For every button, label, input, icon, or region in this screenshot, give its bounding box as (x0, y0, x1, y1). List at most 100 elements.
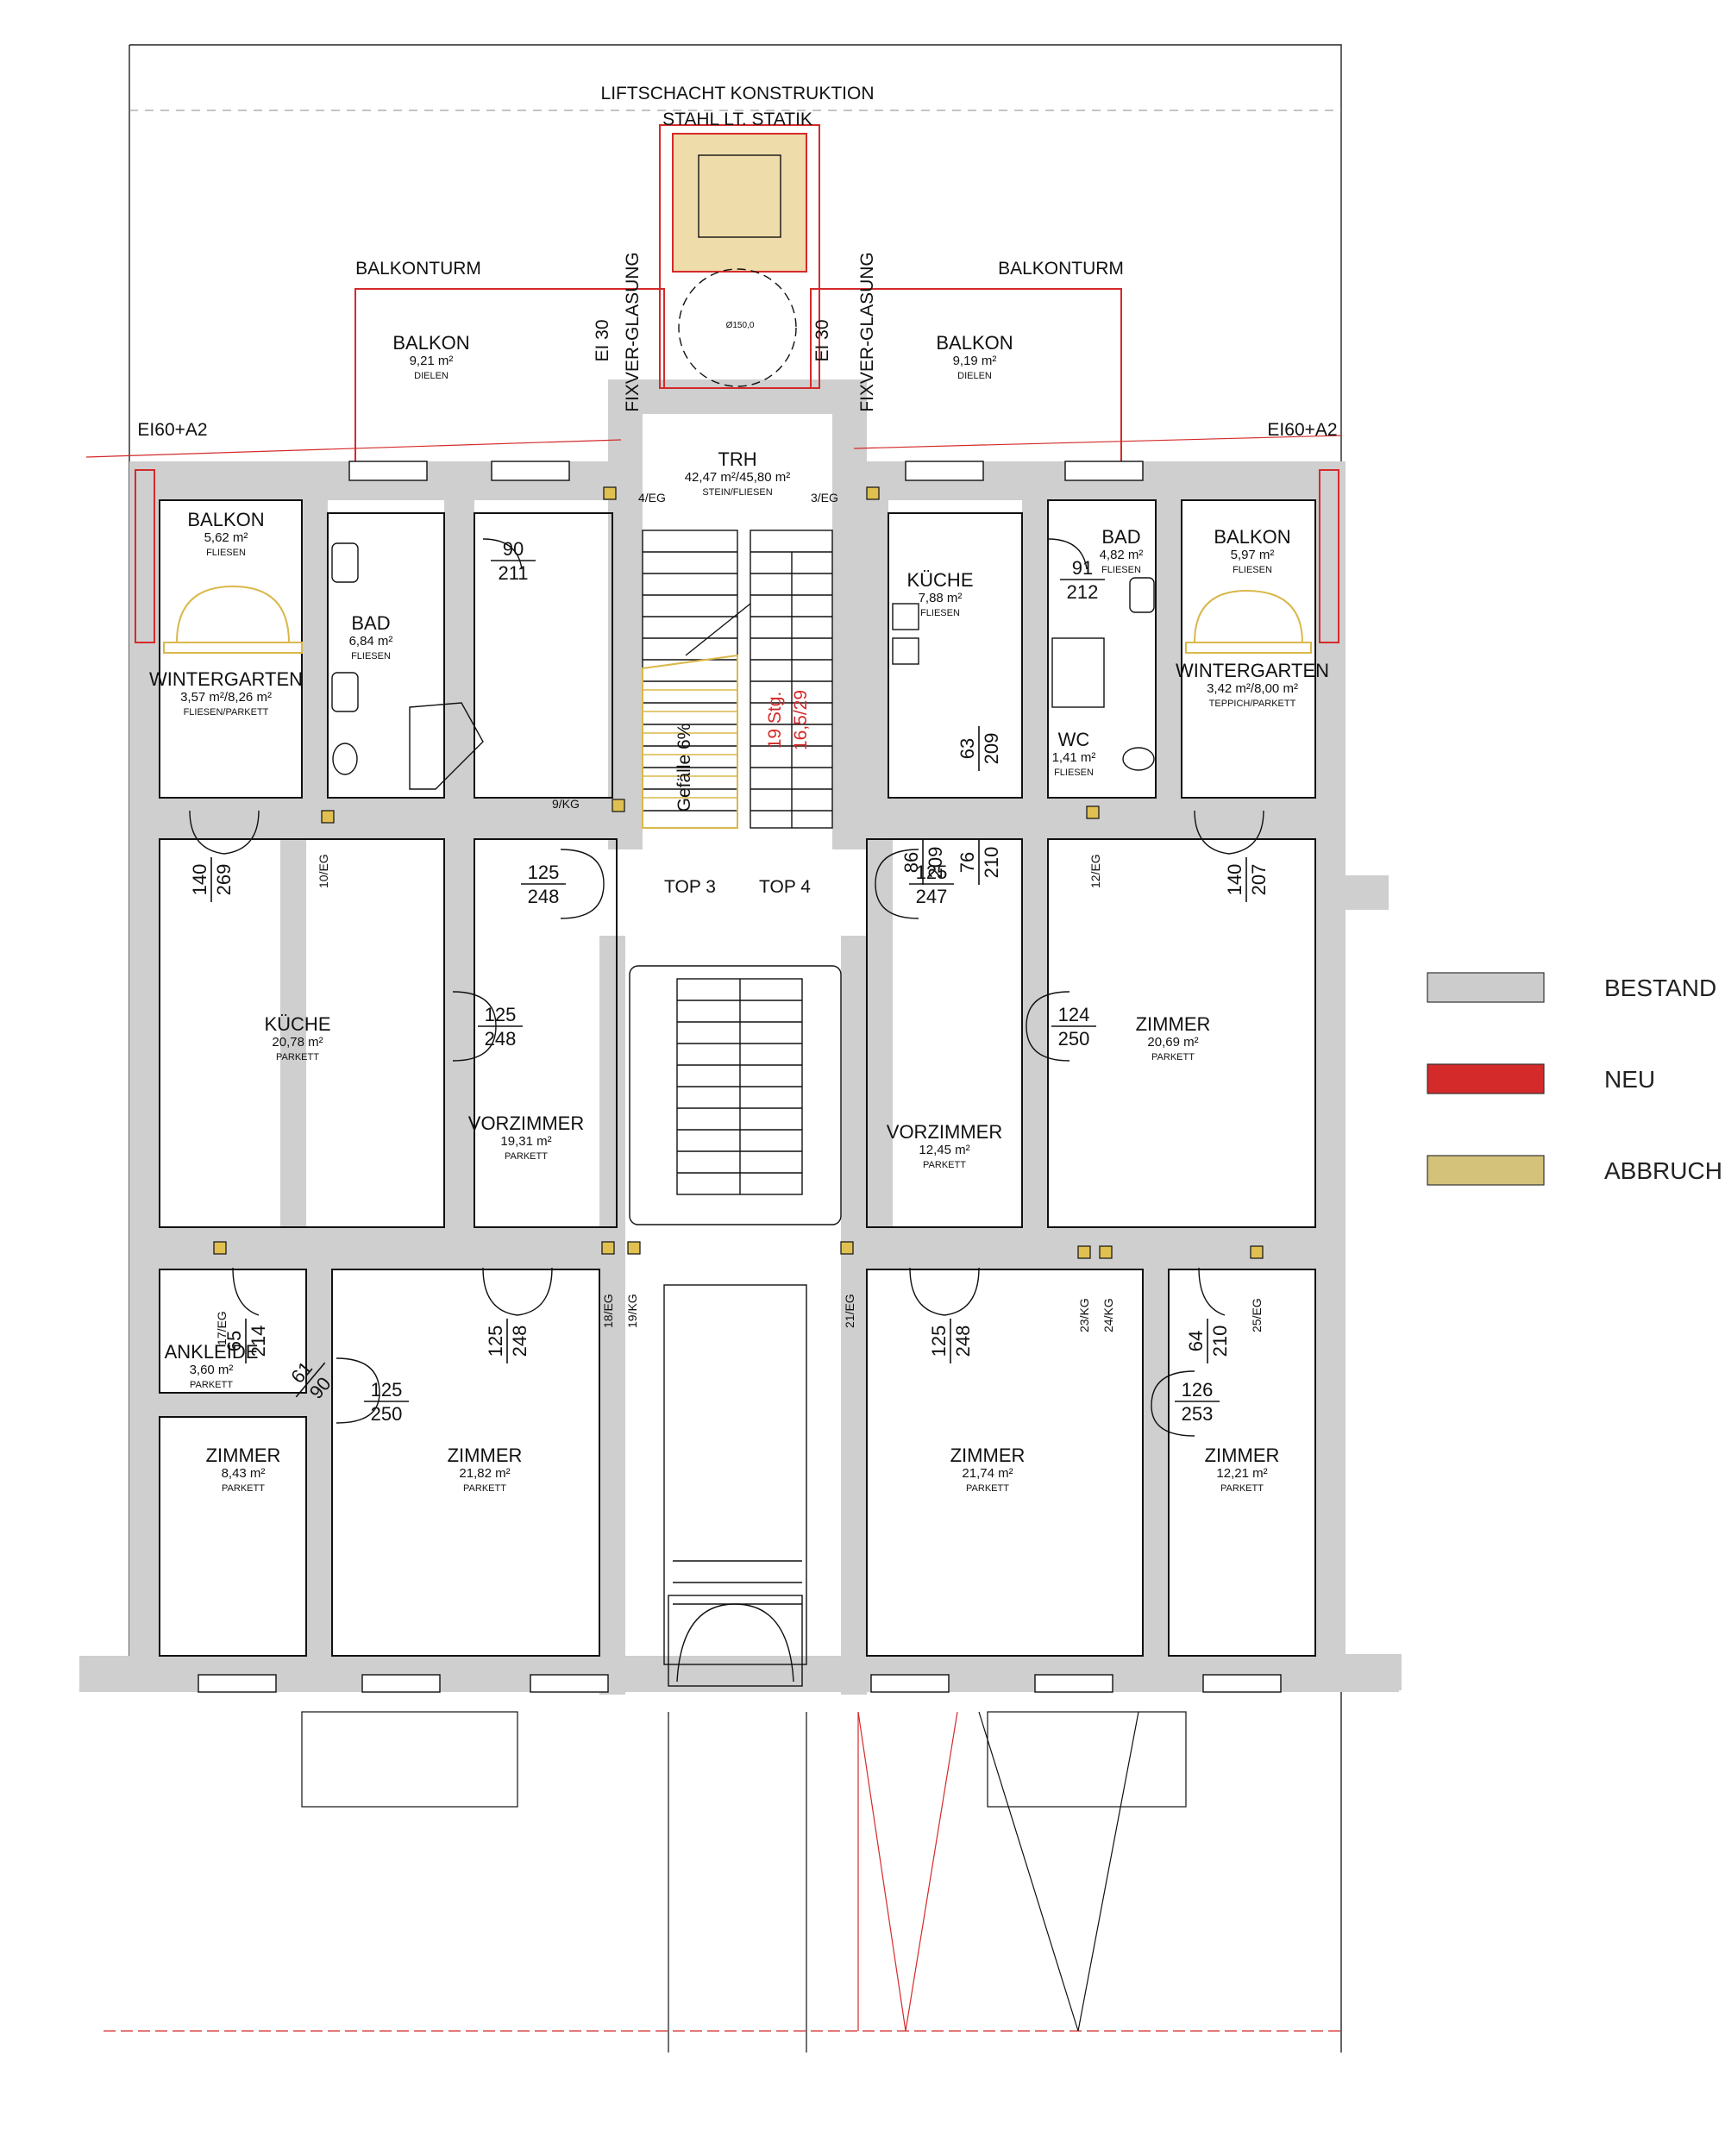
room-material: FLIESEN (351, 651, 391, 661)
dimension-height: 214 (248, 1326, 269, 1357)
room-area: 20,78 m² (272, 1035, 323, 1050)
legend-swatch (1427, 972, 1545, 1003)
dimension-height: 253 (1182, 1403, 1214, 1425)
room-name: WINTERGARTEN (149, 668, 303, 690)
room-material: TEPPICH/PARKETT (1209, 699, 1296, 709)
room-area: 21,74 m² (962, 1466, 1013, 1481)
room-area: 3,57 m²/8,26 m² (180, 690, 272, 705)
dimension-width: 65 (223, 1331, 245, 1351)
dimension-height: 212 (1067, 581, 1099, 603)
room-name: ANKLEIDE (165, 1341, 259, 1363)
dimension-height: 248 (952, 1326, 974, 1357)
shaft-tag: 21/EG (843, 1294, 856, 1328)
dimension-width: 125 (371, 1379, 403, 1401)
legend-swatch (1427, 1063, 1545, 1094)
shaft-tag: 24/KG (1101, 1298, 1115, 1332)
shaft-tag: 12/EG (1088, 854, 1102, 888)
dimension-height: 211 (498, 562, 528, 584)
room-material: PARKETT (1220, 1483, 1264, 1494)
dimension-rule (295, 1362, 326, 1398)
lift-line1: LIFTSCHACHT KONSTRUKTION (601, 84, 875, 103)
room-area: 3,42 m²/8,00 m² (1207, 681, 1298, 696)
stairs-dims: 16,5/29 (791, 690, 811, 750)
dimension-width: 125 (528, 862, 560, 883)
room-area: 42,47 m²/45,80 m² (685, 470, 791, 485)
room-name: ZIMMER (950, 1445, 1026, 1466)
facade-lines (301, 1711, 1187, 2053)
dimension-height: 207 (1248, 864, 1270, 896)
dimension-width: 91 (1072, 557, 1093, 579)
fixverglasung-left: FIXVER-GLASUNG (623, 252, 643, 412)
dimension-height: 209 (981, 733, 1002, 765)
dimension-width: 86 (900, 852, 922, 873)
room-name: ZIMMER (1205, 1445, 1280, 1466)
room-material: PARKETT (966, 1483, 1009, 1494)
room-area: 20,69 m² (1147, 1035, 1198, 1050)
room-area: 21,82 m² (459, 1466, 510, 1481)
room-material: STEIN/FLIESEN (702, 487, 772, 498)
door-arcs (189, 538, 1264, 1437)
room-name: BALKON (187, 509, 264, 530)
lift-line2: STAHL LT. STATIK (662, 110, 812, 129)
fixverglasung-right: FIXVER-GLASUNG (857, 252, 877, 412)
shaft-tag: 4/EG (638, 491, 666, 505)
room-outlines (159, 499, 1316, 1657)
demolition-doors (163, 586, 1312, 654)
room-material: PARKETT (463, 1483, 506, 1494)
shaft-tag: 25/EG (1250, 1298, 1264, 1332)
dimension-height: 248 (509, 1326, 530, 1357)
room-material: FLIESEN (920, 608, 960, 618)
room-name: ZIMMER (448, 1445, 523, 1466)
room-area: 4,82 m² (1100, 548, 1144, 562)
room-name: ZIMMER (1136, 1013, 1211, 1035)
room-name: TRH (718, 448, 756, 470)
dimension-height: 209 (925, 847, 946, 879)
dimension-width: 76 (957, 852, 978, 873)
demolition-stair (642, 654, 738, 829)
dimension-height: 250 (371, 1403, 403, 1425)
room-name: VORZIMMER (468, 1112, 584, 1134)
new-balconies (85, 288, 1342, 643)
legend-item-neu: NEU (1427, 1063, 1655, 1094)
windows (198, 461, 1282, 1693)
room-name: BALKON (392, 332, 469, 354)
dimension-width: 64 (1185, 1331, 1207, 1351)
dimension-width: 125 (928, 1326, 950, 1357)
room-area: 9,19 m² (953, 354, 997, 368)
shaft-tag: 3/EG (811, 491, 838, 505)
ei30-right: EI 30 (812, 319, 832, 361)
room-name: WINTERGARTEN (1176, 660, 1329, 681)
dimension-width: 125 (485, 1326, 506, 1357)
room-material: PARKETT (222, 1483, 265, 1494)
room-name: BAD (1101, 526, 1140, 548)
legend-label: NEU (1604, 1066, 1655, 1093)
room-name: ZIMMER (206, 1445, 281, 1466)
lift-shaft: Ø150,0 (659, 124, 820, 389)
fixtures (331, 542, 1155, 790)
legend-label: ABBRUCH (1604, 1157, 1722, 1184)
room-material: PARKETT (190, 1380, 233, 1390)
room-material: FLIESEN (1233, 565, 1272, 575)
room-area: 9,21 m² (410, 354, 454, 368)
top3: TOP 3 (664, 877, 716, 897)
